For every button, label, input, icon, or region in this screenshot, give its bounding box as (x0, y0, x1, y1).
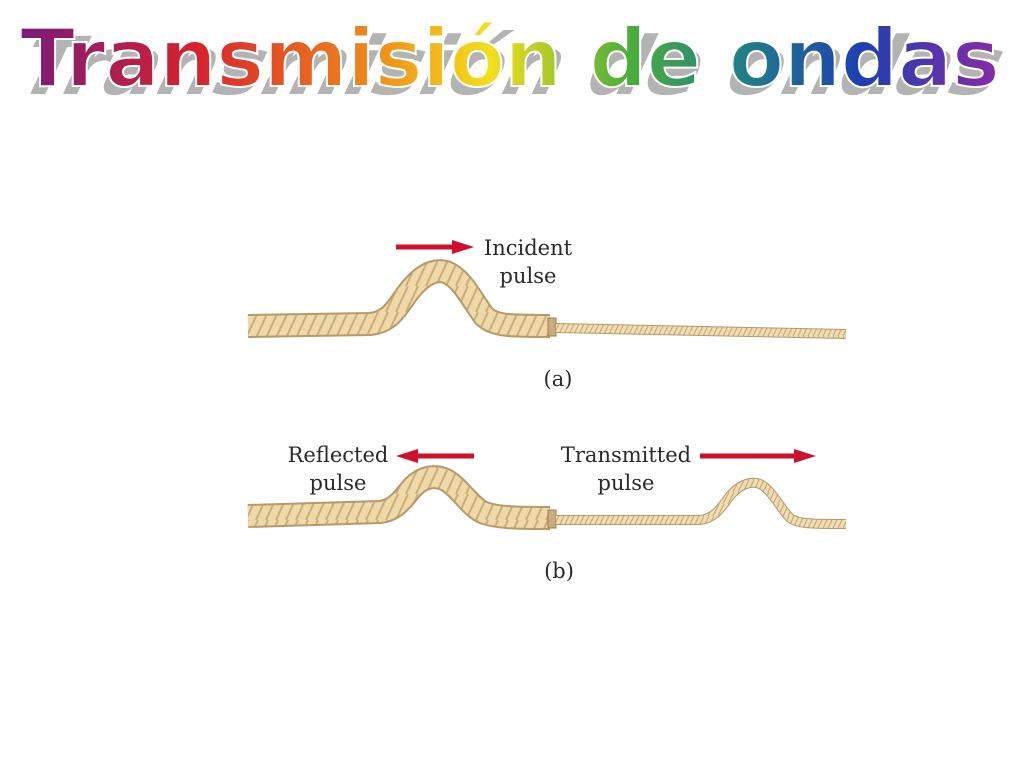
panel-b-label: (b) (544, 559, 574, 583)
title-shadow: Transmisión de ondas (2, 20, 1024, 110)
panel-a: Incident pulse (a) (247, 236, 847, 391)
incident-label-line2: pulse (500, 264, 557, 288)
incident-label-line1: Incident (484, 236, 573, 260)
reflected-label-line1: Reflected (288, 443, 389, 467)
transmitted-arrow (700, 449, 816, 463)
rope-junction-a (547, 317, 557, 337)
slide-title: Transmisión de ondas Transmisión de onda… (2, 11, 1024, 110)
panel-a-label: (a) (544, 367, 573, 391)
reflected-label-line2: pulse (310, 471, 367, 495)
rope-junction-b (547, 509, 557, 529)
transmitted-label-line1: Transmitted (561, 443, 691, 467)
title-text: Transmisión de ondas (20, 12, 1000, 105)
incident-arrow (396, 240, 474, 254)
panel-b: Reflected pulse Transmitted pulse (b) (247, 443, 847, 583)
reflected-arrow (396, 449, 474, 463)
transmitted-label-line2: pulse (598, 471, 655, 495)
